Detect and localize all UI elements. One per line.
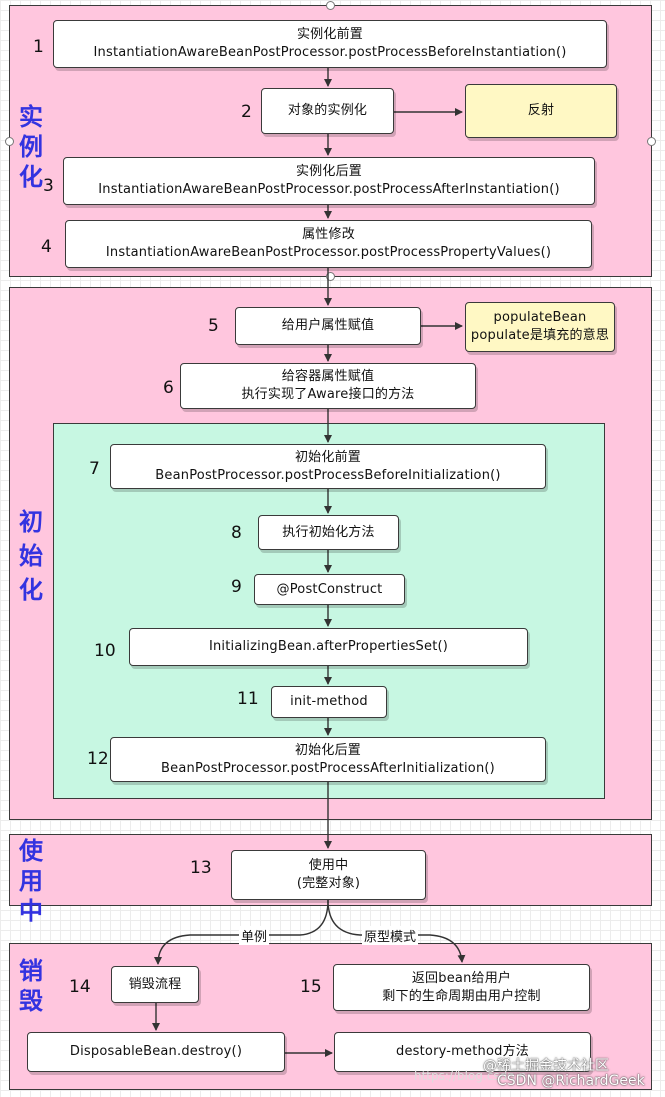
step-number: 14 [69,977,91,997]
watermark-csdn: CSDN @RichardGeek [497,1073,645,1089]
step-title: 执行初始化方法 [282,524,375,540]
branch-label-singleton: 单例 [239,926,270,945]
step-number: 11 [237,689,259,709]
step-number: 4 [41,237,52,257]
step-number: 9 [231,577,242,597]
note-text: 反射 [527,103,555,118]
step-box-12: 初始化后置 BeanPostProcessor.postProcessAfter… [110,737,546,782]
disposable-destroy-box: DisposableBean.destroy() [27,1032,285,1072]
step-title: 初始化前置 [294,449,361,465]
note-text: populateBean [493,310,587,325]
step-box-5: 给用户属性赋值 [235,307,421,345]
step-box-14: 销毁流程 [111,966,199,1003]
step-detail: InstantiationAwareBeanPostProcessor.post… [98,182,560,197]
step-detail: BeanPostProcessor.postProcessAfterInitia… [161,760,495,776]
step-detail: InstantiationAwareBeanPostProcessor.post… [105,245,552,260]
phase-label-destruction: 销毁 [19,957,43,1015]
step-detail: 执行实现了Aware接口的方法 [241,387,415,402]
step-box-4: 属性修改 InstantiationAwareBeanPostProcessor… [65,220,592,268]
step-box-6: 给容器属性赋值 执行实现了Aware接口的方法 [180,363,476,409]
step-title: 使用中 [308,858,349,873]
step-box-1: 实例化前置 InstantiationAwareBeanPostProcesso… [53,20,607,68]
step-title: InitializingBean.afterPropertiesSet() [208,639,449,654]
step-number: 5 [208,316,219,336]
note-text: populate是填充的意思 [470,328,610,343]
branch-label-prototype: 原型模式 [362,926,419,945]
step-title: 给用户属性赋值 [281,318,375,333]
watermark-blog: https://blog.csdn.n [414,1069,527,1083]
frame-handle-top [326,1,335,10]
step-detail: (完整对象) [296,876,361,891]
frame-handle-left [5,137,14,146]
step-title: @PostConstruct [276,581,383,597]
step-box-11: init-method [271,686,387,718]
step-box-2: 对象的实例化 [261,88,394,134]
step-number: 8 [231,523,242,543]
step-title: init-method [290,694,368,709]
step-title: 实例化后置 [295,164,362,179]
step-title: 对象的实例化 [287,103,368,118]
step-number: 1 [33,37,44,57]
step-detail: 剩下的生命周期由用户控制 [382,988,541,1004]
frame-handle-bottom [326,272,335,281]
step-number: 12 [87,749,109,769]
step-box-15: 返回bean给用户 剩下的生命周期由用户控制 [333,964,590,1011]
step-number: 7 [89,459,100,479]
watermark-juejin: @稀土掘金技术社区 [483,1058,609,1074]
destroy-method-box: destory-method方法 [334,1032,591,1072]
step-title: 初始化后置 [294,742,361,758]
step-title: 返回bean给用户 [411,970,512,986]
step-box-7: 初始化前置 BeanPostProcessor.postProcessBefor… [110,444,546,489]
step-title: 实例化前置 [296,27,363,42]
step-number: 15 [300,977,322,997]
box-text: DisposableBean.destroy() [69,1044,243,1059]
step-box-3: 实例化后置 InstantiationAwareBeanPostProcesso… [63,157,595,205]
step-number: 3 [43,176,54,196]
step-detail: BeanPostProcessor.postProcessBeforeIniti… [155,467,501,483]
step-number: 6 [163,378,174,398]
step-number: 2 [241,102,252,122]
step-number: 13 [190,858,212,878]
step-box-8: 执行初始化方法 [258,515,399,550]
step-box-10: InitializingBean.afterPropertiesSet() [129,628,528,666]
step-box-9: @PostConstruct [254,574,405,605]
note-reflection: 反射 [465,84,617,138]
step-detail: InstantiationAwareBeanPostProcessor.post… [93,45,567,60]
frame-handle-right [647,137,656,146]
phase-label-usage: 使用中 [19,837,43,925]
step-title: 销毁流程 [128,976,182,992]
step-title: 给容器属性赋值 [281,369,375,384]
step-box-13: 使用中 (完整对象) [231,850,426,900]
step-number: 10 [94,641,116,661]
phase-label-initialization: 初始化 [19,508,43,604]
box-text: destory-method方法 [396,1044,529,1059]
note-populate-bean: populateBean populate是填充的意思 [465,302,615,352]
step-title: 属性修改 [302,227,355,242]
phase-label-instantiation: 实例化 [19,103,43,191]
